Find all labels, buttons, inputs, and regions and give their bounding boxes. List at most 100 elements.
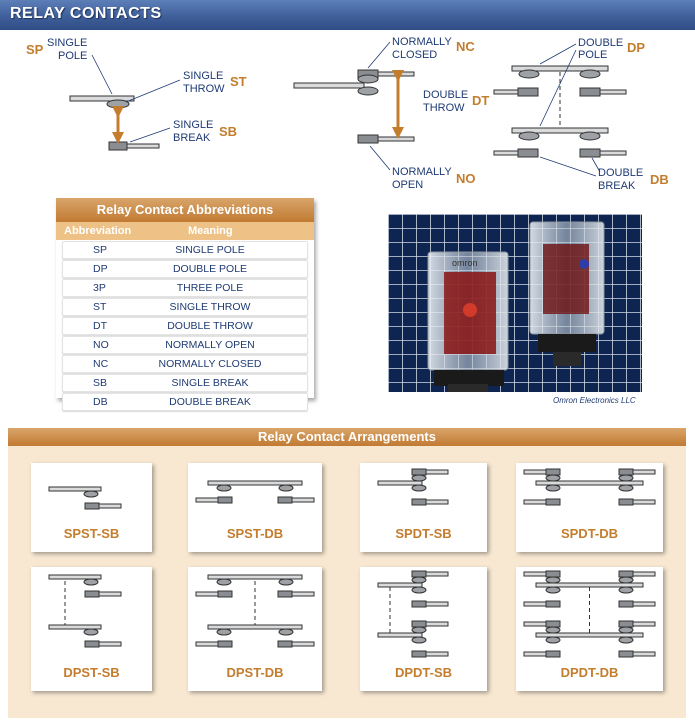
row-meaning: DOUBLE BREAK <box>169 396 251 408</box>
arrangement-diagram: SPDT-SB <box>377 468 452 541</box>
dp-abbr: DP <box>627 40 645 55</box>
stationary-contact-wire <box>493 89 519 95</box>
arrangement-diagram: DPDT-DB <box>523 570 656 680</box>
row-abbreviation: NO <box>93 339 109 351</box>
arrangement-diagram: SPST-DB <box>195 480 315 541</box>
contact-point <box>216 484 232 492</box>
arrangement-diagram: DPST-SB <box>48 574 122 680</box>
stationary-contact-wire <box>632 621 656 627</box>
stationary-contact-block <box>618 650 634 658</box>
stationary-contact-wire <box>195 591 219 597</box>
st-label-1: SINGLE <box>183 70 223 82</box>
stationary-contact-wire <box>523 499 547 505</box>
relay-left: omron <box>427 251 509 392</box>
stationary-contact-block <box>411 468 427 476</box>
leader-line <box>125 79 181 103</box>
row-abbreviation: ST <box>93 301 107 313</box>
stationary-contact-wire <box>425 621 449 627</box>
arrangement-card: SPST-DB <box>188 463 322 552</box>
arrangement-label: DPDT-DB <box>561 665 619 680</box>
stationary-contact-block <box>277 640 293 648</box>
stationary-contact-block <box>545 468 561 476</box>
column-header-abbreviation: Abbreviation <box>64 225 132 237</box>
contact-point <box>278 484 294 492</box>
row-meaning: DOUBLE THROW <box>167 320 253 332</box>
contact-point <box>106 99 130 109</box>
stationary-contact-block <box>545 600 561 608</box>
row-meaning: NORMALLY CLOSED <box>158 358 262 370</box>
dt-abbr: DT <box>472 93 489 108</box>
stationary-contact-wire <box>425 469 449 475</box>
contact-point <box>357 74 379 84</box>
contact-arm <box>535 582 644 588</box>
contact-point <box>618 576 634 584</box>
nc-abbr: NC <box>456 39 475 54</box>
stationary-contact-block <box>84 590 100 598</box>
stationary-contact-wire <box>425 499 449 505</box>
relay-brand-label: omron <box>452 258 478 268</box>
movable-contact-arm <box>511 65 609 72</box>
contact-arm <box>48 624 102 630</box>
leader-line <box>367 41 391 69</box>
relay-contacts-diagram: SP SINGLE POLE SINGLE THROW ST SINGLE BR… <box>26 36 669 192</box>
stationary-contact-wire <box>377 71 415 77</box>
stationary-contact-wire <box>599 150 627 156</box>
row-meaning: SINGLE THROW <box>169 301 251 313</box>
contact-point <box>411 576 427 584</box>
stationary-contact-wire <box>98 591 122 597</box>
photo-credit: Omron Electronics LLC <box>553 396 636 405</box>
stationary-contact-wire <box>377 136 415 142</box>
contact-arm <box>535 480 644 486</box>
contact-point <box>545 484 561 492</box>
contact-point <box>216 578 232 586</box>
stationary-contact-wire <box>632 651 656 657</box>
contact-arm <box>377 632 423 638</box>
arrangement-diagram: DPST-DB <box>195 574 315 680</box>
contact-point <box>411 474 427 482</box>
stationary-contact-block <box>411 498 427 506</box>
contact-arm <box>48 486 102 492</box>
contact-point <box>216 628 232 636</box>
contact-point <box>579 69 601 79</box>
row-abbreviation: 3P <box>93 282 106 294</box>
row-meaning: SINGLE BREAK <box>171 377 249 389</box>
arrangement-card: SPDT-DB <box>516 463 663 552</box>
stationary-contact-wire <box>291 497 315 503</box>
stationary-contact-wire <box>425 651 449 657</box>
contact-point <box>618 484 634 492</box>
stationary-contact-block <box>545 570 561 578</box>
stationary-contact-wire <box>523 601 547 607</box>
arrangement-card: DPST-SB <box>31 567 152 691</box>
leader-line <box>129 127 171 143</box>
stationary-contact-block <box>545 650 561 658</box>
stationary-contact-block <box>411 620 427 628</box>
leader-line <box>539 43 577 65</box>
arrangement-label: SPST-DB <box>227 526 283 541</box>
leader-line <box>369 145 391 171</box>
sp-abbr: SP <box>26 42 44 57</box>
stationary-contact-block <box>579 87 601 97</box>
arrangements-title: Relay Contact Arrangements <box>8 428 686 446</box>
contact-point <box>278 628 294 636</box>
dt-label-1: DOUBLE <box>423 89 468 101</box>
stationary-contact-block <box>618 468 634 476</box>
st-label-2: THROW <box>183 83 225 95</box>
dt-label-2: THROW <box>423 102 465 114</box>
contact-point <box>545 576 561 584</box>
stationary-contact-wire <box>632 571 656 577</box>
contact-point <box>518 131 540 141</box>
no-abbr: NO <box>456 171 476 186</box>
relay-right <box>529 221 605 366</box>
no-label-1: NORMALLY <box>392 166 452 178</box>
row-abbreviation: DT <box>93 320 107 332</box>
arrangement-label: DPST-SB <box>63 665 119 680</box>
arrangement-diagram: DPDT-SB <box>377 570 452 680</box>
stationary-contact-block <box>411 570 427 578</box>
stationary-contact-block <box>579 148 601 158</box>
db-label-1: DOUBLE <box>598 167 643 179</box>
